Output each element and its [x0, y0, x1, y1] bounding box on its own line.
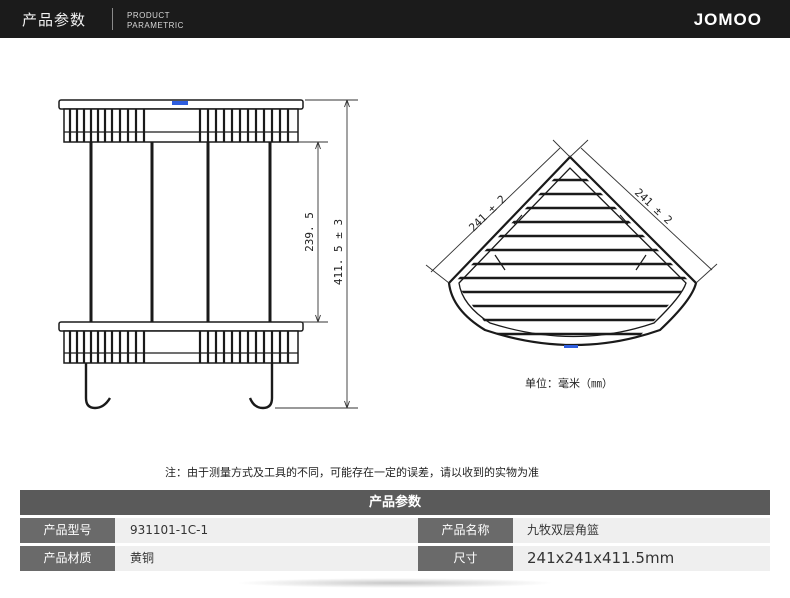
top-view	[447, 155, 698, 348]
top-view-blue-marker	[564, 345, 578, 348]
top-blue-marker	[172, 101, 188, 105]
dim-inner-height: 239. 5	[303, 212, 316, 252]
page-header: 产品参数 PRODUCT PARAMETRIC JOMOO	[0, 0, 790, 38]
bottom-shelf-rim	[58, 321, 304, 332]
spec-value-model: 931101-1C-1	[130, 523, 209, 537]
header-divider	[112, 8, 113, 30]
dim-right-side: 241 ± 2	[632, 186, 675, 227]
spec-value-material: 黄铜	[130, 551, 155, 565]
basket-inner-frame	[458, 167, 687, 338]
header-subtitle-line2: PARAMETRIC	[127, 21, 184, 30]
top-shelf-bars	[68, 109, 290, 142]
front-dimensions	[275, 99, 358, 409]
unit-note: 单位：毫米（㎜）	[525, 377, 613, 390]
brand-logo: JOMOO	[693, 10, 762, 29]
header-subtitle-line1: PRODUCT	[127, 11, 171, 20]
measurement-disclaimer: 注：由于测量方式及工具的不同，可能存在一定的误差，请以收到的实物为准	[165, 466, 539, 479]
dim-total-height: 411. 5 ± 3	[332, 219, 345, 285]
bottom-shelf-bars	[68, 331, 290, 363]
spec-label-name: 产品名称	[418, 518, 513, 543]
vertical-posts	[89, 142, 272, 322]
spec-table: 产品参数 产品型号 931101-1C-1 产品名称 九牧双层角篮 产品材质 黄…	[20, 490, 770, 571]
basket-brackets	[494, 214, 647, 271]
spec-table-title: 产品参数	[20, 490, 770, 515]
spec-label-model: 产品型号	[20, 518, 115, 543]
header-subtitle: PRODUCT PARAMETRIC	[127, 11, 184, 31]
bottom-shadow	[235, 578, 555, 588]
table-row: 产品型号 931101-1C-1 产品名称 九牧双层角篮	[20, 518, 770, 543]
table-row: 产品材质 黄铜 尺寸 241x241x411.5mm	[20, 546, 770, 571]
left-hook	[84, 363, 112, 410]
right-hook	[248, 363, 274, 410]
spec-value-size: 241x241x411.5mm	[527, 549, 675, 567]
top-shelf-basket	[63, 108, 299, 143]
spec-label-material: 产品材质	[20, 546, 115, 571]
header-title: 产品参数	[22, 11, 87, 29]
spec-value-name: 九牧双层角篮	[527, 523, 600, 537]
bottom-shelf-basket	[63, 330, 299, 364]
spec-label-size: 尺寸	[418, 546, 513, 571]
technical-drawing: 239. 5 411. 5 ± 3 241 ± 2 241	[58, 99, 718, 410]
front-view	[58, 99, 304, 410]
top-dimensions	[425, 139, 718, 284]
